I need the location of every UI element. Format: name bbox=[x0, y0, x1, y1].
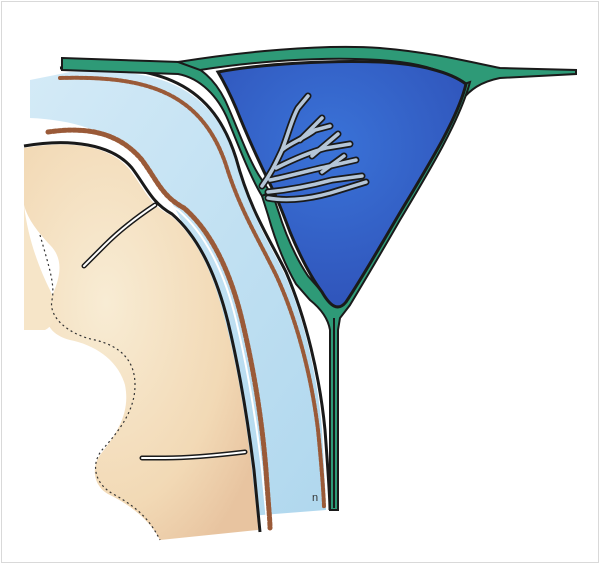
small-label: n bbox=[312, 493, 318, 504]
